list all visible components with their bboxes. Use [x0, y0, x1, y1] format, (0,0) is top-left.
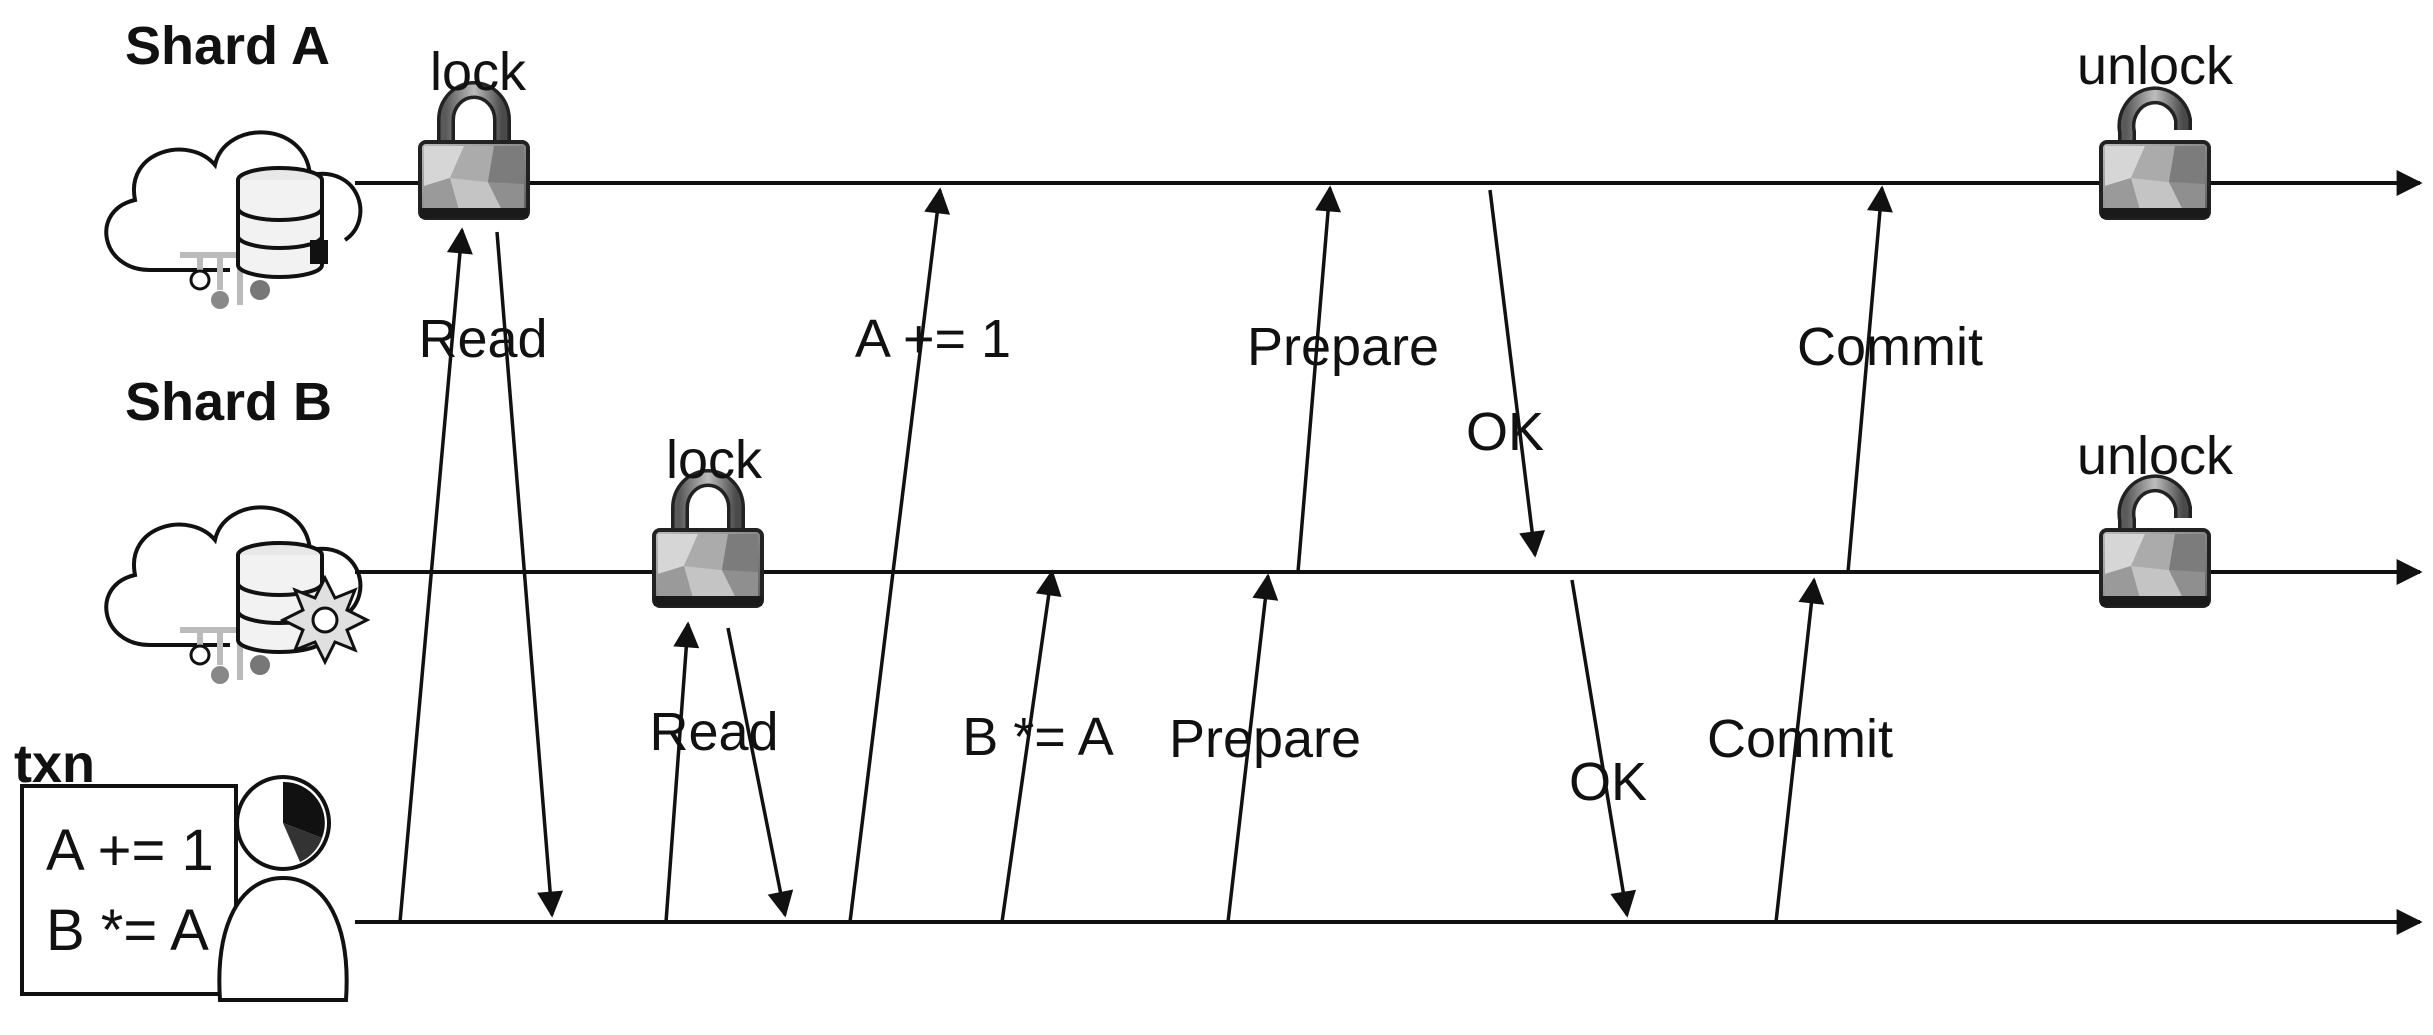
user-clock-icon — [217, 775, 349, 1002]
message-a-plus-equals — [848, 187, 951, 923]
message-ok-b — [1570, 579, 1637, 918]
message-prepare-b-label: Prepare — [1169, 709, 1361, 769]
txn-code-box — [20, 784, 238, 996]
message-prepare-a-label: Prepare — [1247, 317, 1439, 377]
padlock-closed-icon — [420, 90, 528, 218]
shard-b-title: Shard B — [125, 372, 332, 432]
message-commit-a — [1846, 185, 1893, 573]
padlock-closed-icon — [654, 478, 762, 606]
cloud-database-gear-icon — [106, 507, 371, 684]
message-ok-a — [1488, 189, 1546, 558]
message-b-times-equals — [1000, 569, 1062, 923]
txn-code-line-2: B *= A — [46, 898, 209, 963]
shard-a-unlock-label: unlock — [2077, 36, 2234, 96]
message-a-plus-equals-label: A += 1 — [855, 309, 1011, 369]
message-prepare-b — [1226, 573, 1279, 923]
txn-code-line-1: A += 1 — [46, 818, 214, 883]
message-commit-a-label: Commit — [1797, 317, 1983, 377]
message-read-b-response — [726, 627, 794, 918]
message-commit-b — [1774, 577, 1825, 923]
shard-a-title: Shard A — [125, 16, 330, 76]
padlock-open-icon — [2101, 483, 2209, 606]
message-read-a-response — [495, 231, 564, 918]
message-read-b-request — [664, 621, 700, 923]
shard-a-lock-label: lock — [430, 42, 527, 102]
message-ok-b-label: OK — [1569, 752, 1647, 812]
shard-b-lock-label: lock — [666, 430, 763, 490]
message-read-a-label: Read — [418, 309, 547, 369]
message-read-a-request — [398, 227, 473, 923]
padlock-open-icon — [2101, 95, 2209, 218]
message-read-b-label: Read — [649, 702, 778, 762]
shard-b-unlock-label: unlock — [2077, 426, 2234, 486]
cloud-database-icon — [106, 132, 360, 309]
message-ok-a-label: OK — [1466, 402, 1544, 462]
message-commit-b-label: Commit — [1707, 709, 1893, 769]
message-prepare-a — [1296, 185, 1342, 573]
message-b-times-equals-label: B *= A — [962, 707, 1114, 767]
